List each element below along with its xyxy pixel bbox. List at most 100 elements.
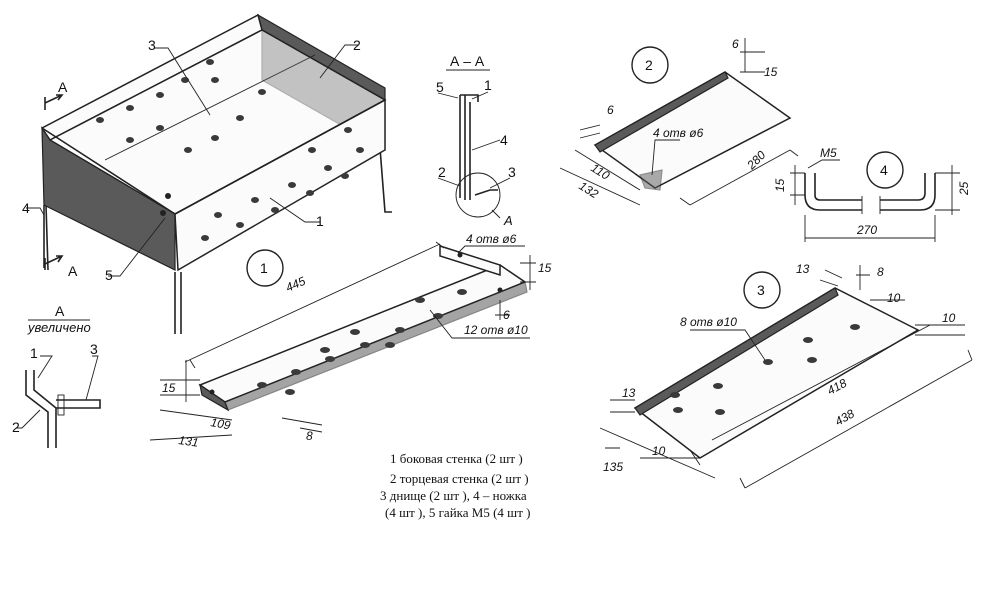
part3-flange	[634, 287, 839, 416]
part2-view: 2 6 15 6 4 отв ø6 280 110 132	[559, 37, 799, 206]
part1-leader-small-holes	[457, 245, 525, 254]
part3-d10b: 10	[942, 311, 956, 325]
parts-legend: 1 боковая стенка (2 шт ) 2 торцевая стен…	[380, 451, 530, 520]
part3-d10a: 10	[887, 291, 901, 305]
detail-circle-a	[455, 172, 501, 218]
part3-plate	[633, 287, 920, 459]
detail-callout-2: 2	[12, 419, 20, 435]
part2-w132: 132	[576, 179, 601, 202]
part4-thread: M5	[820, 146, 837, 160]
detail-a-subtitle: увеличено	[27, 320, 91, 335]
part1-leader-large-holes	[429, 309, 530, 339]
leg-left-front	[43, 204, 49, 271]
part2-w110: 110	[588, 161, 612, 183]
part3-circle	[743, 271, 781, 309]
sec-callout-5: 5	[436, 79, 444, 95]
part3-d8: 8	[877, 265, 884, 279]
part2-top15: 15	[764, 65, 778, 79]
part2-flange	[594, 71, 729, 153]
bottom-holes	[96, 59, 266, 153]
callout-3: 3	[148, 37, 156, 53]
part1-circle	[246, 249, 284, 287]
sec-callout-2: 2	[438, 164, 446, 180]
legend-line-4: (4 шт ), 5 гайка M5 (4 шт )	[385, 505, 530, 520]
callout-5: 5	[105, 267, 113, 283]
sec-detail-mark: A	[503, 213, 513, 228]
section-aa-view: А – А 5 1 4 2 3 A	[436, 53, 516, 228]
leader-5	[108, 217, 166, 277]
leader-4	[26, 207, 45, 216]
part3-holes: 8 отв ø10	[680, 315, 737, 329]
part2-holes: 4 отв ø6	[653, 126, 704, 140]
part1-w131: 131	[178, 433, 200, 450]
part3-d13a: 13	[796, 262, 810, 276]
part4-right-leg	[880, 173, 936, 211]
part3-d13b: 13	[622, 386, 636, 400]
end-wall-front	[41, 125, 176, 271]
leader-1	[269, 197, 320, 223]
detail-a-title: A	[55, 303, 65, 319]
section-mark-top: A	[58, 79, 68, 95]
sec-callout-1: 1	[484, 77, 492, 93]
part1-w109: 109	[209, 415, 231, 432]
part1-holes-large: 12 отв ø10	[464, 323, 528, 337]
part1-length: 445	[284, 274, 308, 295]
part1-number: 1	[260, 260, 268, 276]
callout-4: 4	[22, 200, 30, 216]
top-edge-long	[174, 99, 386, 215]
part1-flange-top	[439, 244, 501, 277]
detail-a-view: A увеличено 1 2 3	[12, 303, 101, 448]
detail-callout-3: 3	[90, 341, 98, 357]
part4-length: 270	[856, 223, 877, 237]
detail-callout-1: 1	[30, 345, 38, 361]
nut-mark-2	[165, 193, 171, 199]
legend-line-3: 3 днище (2 шт ), 4 – ножка	[380, 488, 527, 503]
part1-flange-w: 6	[503, 308, 510, 322]
top-edge-front	[41, 127, 176, 215]
part2-side6: 6	[607, 103, 614, 117]
legend-line-2: 2 торцевая стенка (2 шт )	[390, 471, 529, 486]
part4-left-leg	[804, 173, 862, 211]
part1-holes-small: 4 отв ø6	[466, 232, 517, 246]
nut-mark	[160, 210, 166, 216]
part4-left-h: 15	[773, 178, 787, 192]
sec-callout-3: 3	[508, 164, 516, 180]
legend-line-1: 1 боковая стенка (2 шт )	[390, 451, 523, 466]
part3-view: 3 13 8 10 8 отв ø10 10 13 418 438 10	[599, 262, 973, 489]
bottom-seam	[104, 54, 316, 161]
part1-dim-length	[184, 241, 445, 369]
part3-d438: 438	[833, 406, 858, 428]
callout-1: 1	[316, 213, 324, 229]
section-top-bend	[460, 94, 479, 102]
part1-flange-bottom	[224, 281, 528, 411]
part1-bottom: 8	[306, 429, 313, 443]
detail-bottom	[56, 399, 101, 409]
section-bottom	[474, 189, 498, 196]
part3-holes	[670, 324, 860, 415]
section-wall	[459, 95, 471, 200]
leg-right-back	[379, 147, 392, 213]
section-arrow-top	[44, 94, 64, 110]
part3-number: 3	[757, 282, 765, 298]
part4-circle	[866, 151, 904, 189]
section-mark-bottom: A	[68, 263, 78, 279]
section-aa-title: А – А	[450, 53, 485, 69]
callout-2: 2	[353, 37, 361, 53]
part4-view: 4 M5 15 25 270	[773, 146, 971, 242]
part4-number: 4	[880, 162, 888, 178]
assembly-view: 3 2 1 4 5 A A	[22, 13, 392, 334]
leg-right-front	[174, 272, 182, 334]
part1-flange-h: 15	[538, 261, 552, 275]
detail-profile	[25, 370, 57, 448]
leader-3	[155, 47, 211, 116]
part2-number: 2	[645, 57, 653, 73]
part4-right-h: 25	[957, 181, 971, 196]
part3-d135: 135	[603, 460, 623, 474]
section-arrow-bottom	[44, 255, 64, 270]
part3-d10c: 10	[652, 444, 666, 458]
part1-left-h: 15	[162, 381, 176, 395]
part2-circle	[631, 46, 669, 84]
part2-top6: 6	[732, 37, 739, 51]
side-wall-holes	[201, 127, 364, 241]
